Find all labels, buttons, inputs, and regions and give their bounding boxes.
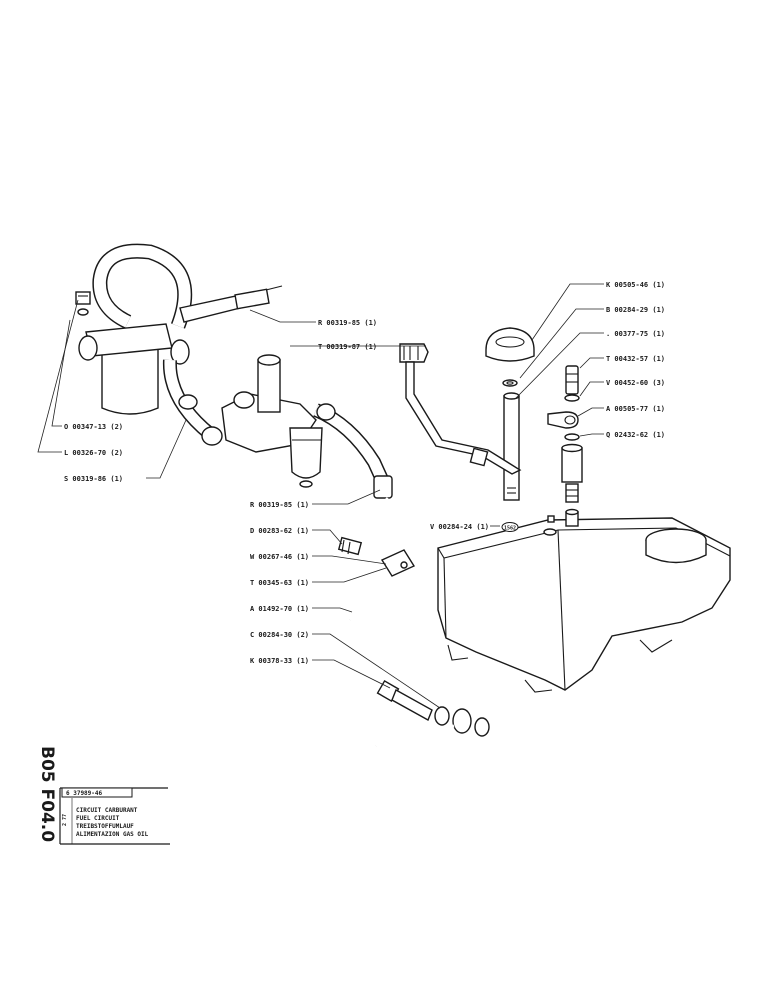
label-v00284: V 00284-24 (1) bbox=[430, 523, 489, 531]
label-t00345: T 00345-63 (1) bbox=[250, 579, 309, 587]
hose-r00319-right[interactable] bbox=[313, 403, 393, 499]
title-ref-number: 6 37989-46 bbox=[66, 790, 103, 797]
inlet-pipe-r00319[interactable] bbox=[179, 285, 283, 323]
washer-tag: 1562 bbox=[501, 522, 519, 532]
breather-cap[interactable] bbox=[485, 327, 535, 362]
label-a00505: A 00505-77 (1) bbox=[606, 405, 665, 413]
page-code: B05 F04.0 bbox=[37, 746, 57, 842]
label-v00452: V 00452-60 (3) bbox=[606, 379, 665, 387]
washer-tag-label: 1562 bbox=[504, 526, 516, 532]
outlet-pipe[interactable] bbox=[374, 708, 472, 747]
title-block: 6 37989-46 2 77 CIRCUIT CARBURANT FUEL C… bbox=[59, 787, 170, 845]
seal-washer-lower[interactable] bbox=[564, 433, 580, 441]
label-k00378: K 00378-33 (1) bbox=[250, 657, 309, 665]
label-s00319: S 00319-86 (1) bbox=[64, 475, 123, 483]
label-l00377: . 00377-75 (1) bbox=[606, 330, 665, 338]
label-w00267: W 00267-46 (1) bbox=[250, 553, 309, 561]
label-a01492: A 01492-70 (1) bbox=[250, 605, 309, 613]
label-o00347: O 00347-13 (2) bbox=[64, 423, 123, 431]
label-l00326: L 00326-70 (2) bbox=[64, 449, 123, 457]
primary-filter-bowl[interactable] bbox=[78, 323, 190, 415]
title-line-1: CIRCUIT CARBURANT bbox=[76, 807, 138, 814]
label-c00284: C 00284-30 (2) bbox=[250, 631, 309, 639]
hollow-screw-k00378[interactable] bbox=[376, 679, 433, 721]
label-d00283: D 00283-62 (1) bbox=[250, 527, 309, 535]
label-r00319-top: R 00319-85 (1) bbox=[318, 319, 377, 327]
label-b00284: B 00284-29 (1) bbox=[606, 306, 665, 314]
seal-washer-v00452[interactable] bbox=[564, 394, 580, 402]
banjo-bolt-top[interactable] bbox=[75, 291, 91, 316]
feed-pipe-a01492[interactable] bbox=[349, 497, 414, 622]
fuel-pickup-body[interactable] bbox=[561, 443, 583, 503]
label-t00432: T 00432-57 (1) bbox=[606, 355, 665, 363]
large-hose-loop[interactable] bbox=[92, 243, 193, 329]
hose-s00319[interactable] bbox=[162, 359, 223, 446]
banjo-union[interactable] bbox=[547, 411, 579, 429]
title-line-4: ALIMENTAZION GAS OIL bbox=[76, 831, 149, 838]
leader-lines bbox=[37, 283, 604, 709]
washers-c00284[interactable] bbox=[434, 706, 490, 737]
vent-tube[interactable] bbox=[503, 392, 520, 501]
washer-b00284[interactable] bbox=[502, 379, 518, 387]
title-line-3: TREIBSTOFFUMLAUF bbox=[76, 823, 134, 830]
banjo-bolt[interactable] bbox=[565, 365, 579, 395]
label-t00319: T 00319-87 (1) bbox=[318, 343, 377, 351]
title-line-2: FUEL CIRCUIT bbox=[76, 815, 120, 822]
callout-labels: K 00505-46 (1) B 00284-29 (1) . 00377-75… bbox=[64, 281, 665, 665]
label-r00319-mid: R 00319-85 (1) bbox=[250, 501, 309, 509]
secondary-filter-bowl[interactable] bbox=[289, 427, 323, 488]
page-code-text: B05 F04.0 bbox=[37, 746, 57, 842]
pipe-clip-t00345[interactable] bbox=[380, 549, 416, 577]
title-side-note: 2 77 bbox=[62, 814, 68, 826]
union-d00283[interactable] bbox=[337, 536, 363, 556]
fuel-tank[interactable] bbox=[437, 508, 731, 693]
return-fuel-line[interactable] bbox=[399, 343, 522, 475]
label-k00505: K 00505-46 (1) bbox=[606, 281, 665, 289]
label-q02432: Q 02432-62 (1) bbox=[606, 431, 665, 439]
